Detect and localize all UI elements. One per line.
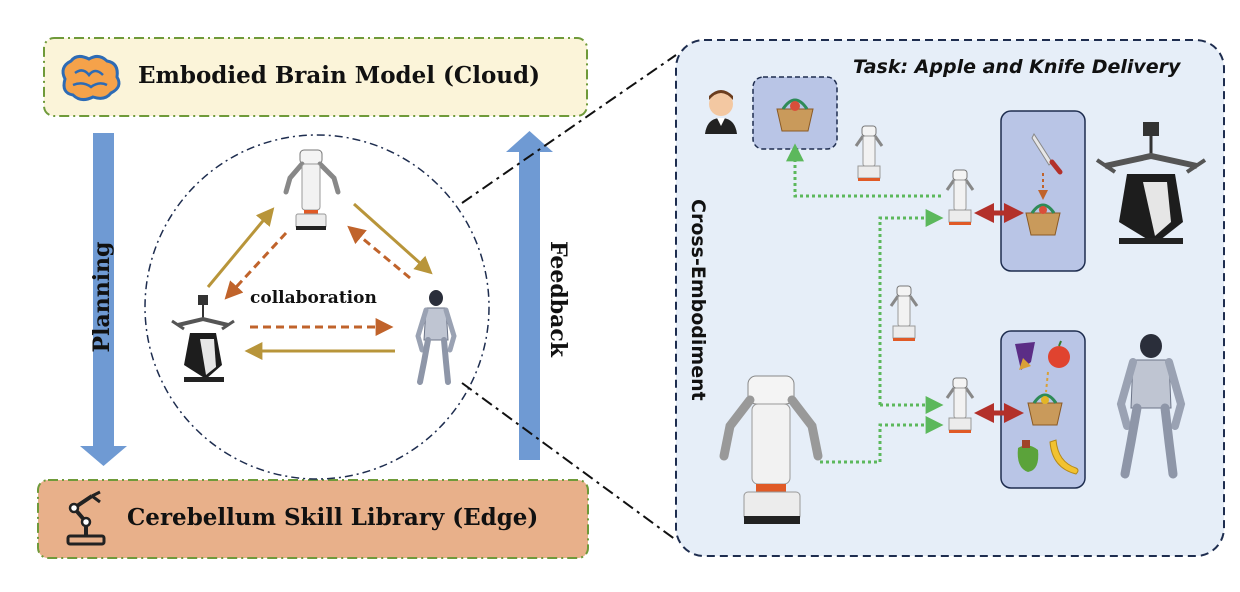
cross-embodiment-label: Cross-Embodiment [687, 199, 709, 401]
small-robot-icon [945, 377, 975, 433]
brain-model-label: Embodied Brain Model (Cloud) [138, 62, 540, 89]
robot-arm-icon [66, 490, 106, 546]
pepper-icon [1017, 440, 1039, 472]
zoom-line-top [461, 54, 677, 204]
skill-library-box [37, 479, 589, 559]
small-robot-icon [945, 169, 975, 225]
large-dual-arm-robot-icon [719, 375, 823, 524]
banana-icon [1049, 439, 1079, 475]
brain-icon [61, 54, 121, 102]
planning-label: Planning [89, 241, 115, 353]
humanoid-robot-icon [415, 290, 457, 385]
feedback-arrow [506, 131, 553, 460]
feedback-label: Feedback [545, 240, 571, 358]
multi-arm-robot-icon [171, 295, 235, 382]
route-trunk [878, 209, 944, 405]
multi-arm-robot-icon [1095, 122, 1207, 244]
planning-arrow [80, 133, 127, 466]
basket-icon [776, 98, 814, 132]
basket-icon [1025, 203, 1061, 236]
apple-icon [1048, 340, 1070, 368]
basket-icon [1027, 393, 1063, 426]
grape-icon [1015, 342, 1035, 370]
arrow-top-to-right [352, 202, 433, 275]
zoom-line-bottom [461, 382, 677, 541]
knife-icon [1031, 132, 1063, 175]
arrow-right-to-top [347, 225, 411, 280]
arrow-top-to-left [224, 231, 288, 300]
humanoid-robot-icon [1116, 334, 1186, 479]
task-title: Task: Apple and Knife Delivery [853, 56, 1181, 78]
route-to-goal [786, 143, 941, 198]
collaboration-circle [144, 134, 490, 480]
user-icon [705, 90, 737, 134]
small-robot-icon [854, 125, 884, 181]
dual-arm-robot-icon [283, 149, 341, 230]
skill-library-label: Cerebellum Skill Library (Edge) [127, 504, 539, 531]
route-big-robot [820, 416, 944, 464]
arrow-left-to-top [206, 207, 275, 288]
small-robot-icon [889, 285, 919, 341]
collaboration-label: collaboration [250, 288, 377, 308]
brain-model-box [43, 37, 588, 117]
